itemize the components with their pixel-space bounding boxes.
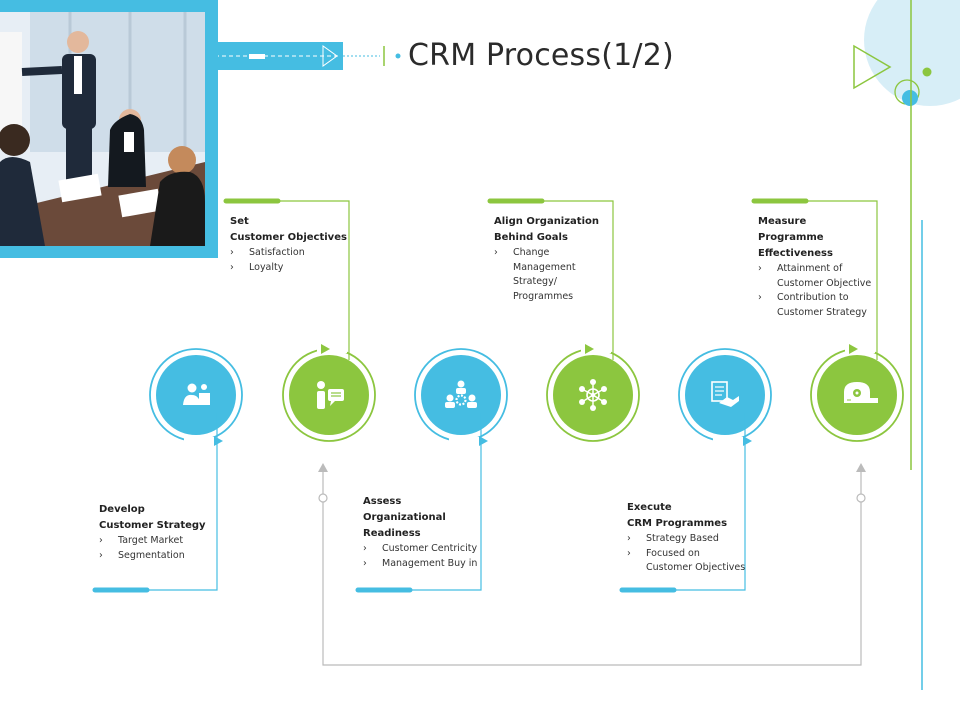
step-bullet: ›Focused on Customer Objectives xyxy=(627,547,746,574)
step-node xyxy=(810,344,904,442)
step-connector xyxy=(487,198,614,360)
step-connector xyxy=(619,413,746,593)
measuring-tape-icon xyxy=(844,382,878,403)
step-node xyxy=(414,348,508,446)
step-bullet: ›Satisfaction xyxy=(230,247,305,258)
speech-bubble-icon xyxy=(317,381,344,409)
network-target-icon xyxy=(579,379,607,411)
step-bullet: ›Customer Centricity xyxy=(363,543,478,554)
step-node xyxy=(546,344,640,442)
presenter-icon xyxy=(183,383,210,405)
step-connector xyxy=(751,198,878,360)
step-node xyxy=(678,348,772,446)
step-title: Measure Programme Effectiveness xyxy=(758,216,833,259)
step-title: Align Organization Behind Goals xyxy=(494,216,600,243)
step-bullet: ›Change Management Strategy/ Programmes xyxy=(494,247,576,302)
team-gear-icon xyxy=(445,380,477,408)
step-connector xyxy=(223,198,350,360)
step-assess-organizational-readiness: Assess Organizational Readiness ›Custome… xyxy=(363,494,488,571)
step-title: Develop Customer Strategy xyxy=(99,504,206,531)
step-title: Set Customer Objectives xyxy=(230,216,347,243)
step-connector xyxy=(355,413,482,593)
step-connector xyxy=(92,413,218,593)
step-align-organization: Align Organization Behind Goals ›Change … xyxy=(494,214,612,304)
step-node xyxy=(282,344,376,442)
step-develop-customer-strategy: Develop Customer Strategy ›Target Market… xyxy=(99,502,219,563)
slide-title: CRM Process(1/2) xyxy=(408,38,674,73)
step-bullet: ›Contribution to Customer Strategy xyxy=(758,292,867,318)
step-bullet: ›Target Market xyxy=(99,535,184,546)
step-node xyxy=(149,348,243,446)
step-title: Execute CRM Programmes xyxy=(627,502,728,529)
step-execute-crm-programmes: Execute CRM Programmes ›Strategy Based ›… xyxy=(627,500,752,576)
step-set-customer-objectives: Set Customer Objectives ›Satisfaction ›L… xyxy=(230,214,355,275)
business-meeting-photo xyxy=(0,12,205,246)
step-bullet: ›Segmentation xyxy=(99,549,185,561)
handshake-document-icon xyxy=(711,381,739,407)
step-bullet: ›Loyalty xyxy=(230,261,284,273)
step-bullet: ›Management Buy in xyxy=(363,557,478,569)
step-bullet: ›Strategy Based xyxy=(627,533,719,544)
step-bullet: ›Attainment of Customer Objective xyxy=(758,263,872,289)
step-measure-programme-effectiveness: Measure Programme Effectiveness ›Attainm… xyxy=(758,214,883,320)
step-title: Assess Organizational Readiness xyxy=(363,496,446,539)
